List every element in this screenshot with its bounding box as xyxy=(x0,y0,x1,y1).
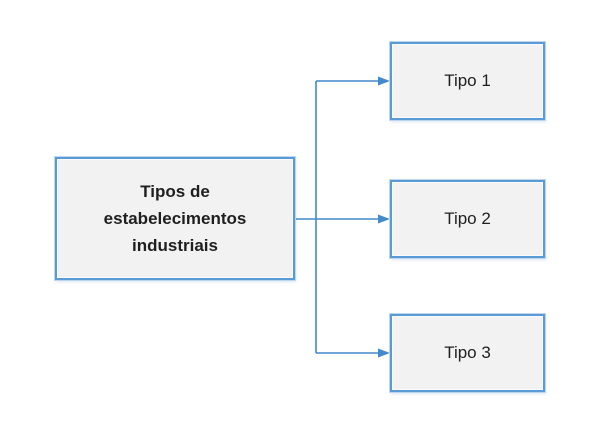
node-tipo-3-label: Tipo 3 xyxy=(444,343,491,362)
node-root: Tipos de estabelecimentos industriais xyxy=(55,157,295,280)
node-tipo-2: Tipo 2 xyxy=(390,180,545,258)
node-tipo-2-label: Tipo 2 xyxy=(444,209,491,228)
node-tipo-1-label: Tipo 1 xyxy=(444,71,491,90)
node-tipo-3: Tipo 3 xyxy=(390,314,545,392)
node-root-label: Tipos de estabelecimentos industriais xyxy=(103,182,247,255)
arrowhead-tipo2-icon xyxy=(378,214,390,224)
node-tipo-1: Tipo 1 xyxy=(390,42,545,120)
arrowhead-tipo3-icon xyxy=(378,348,390,358)
arrowhead-tipo1-icon xyxy=(378,76,390,86)
